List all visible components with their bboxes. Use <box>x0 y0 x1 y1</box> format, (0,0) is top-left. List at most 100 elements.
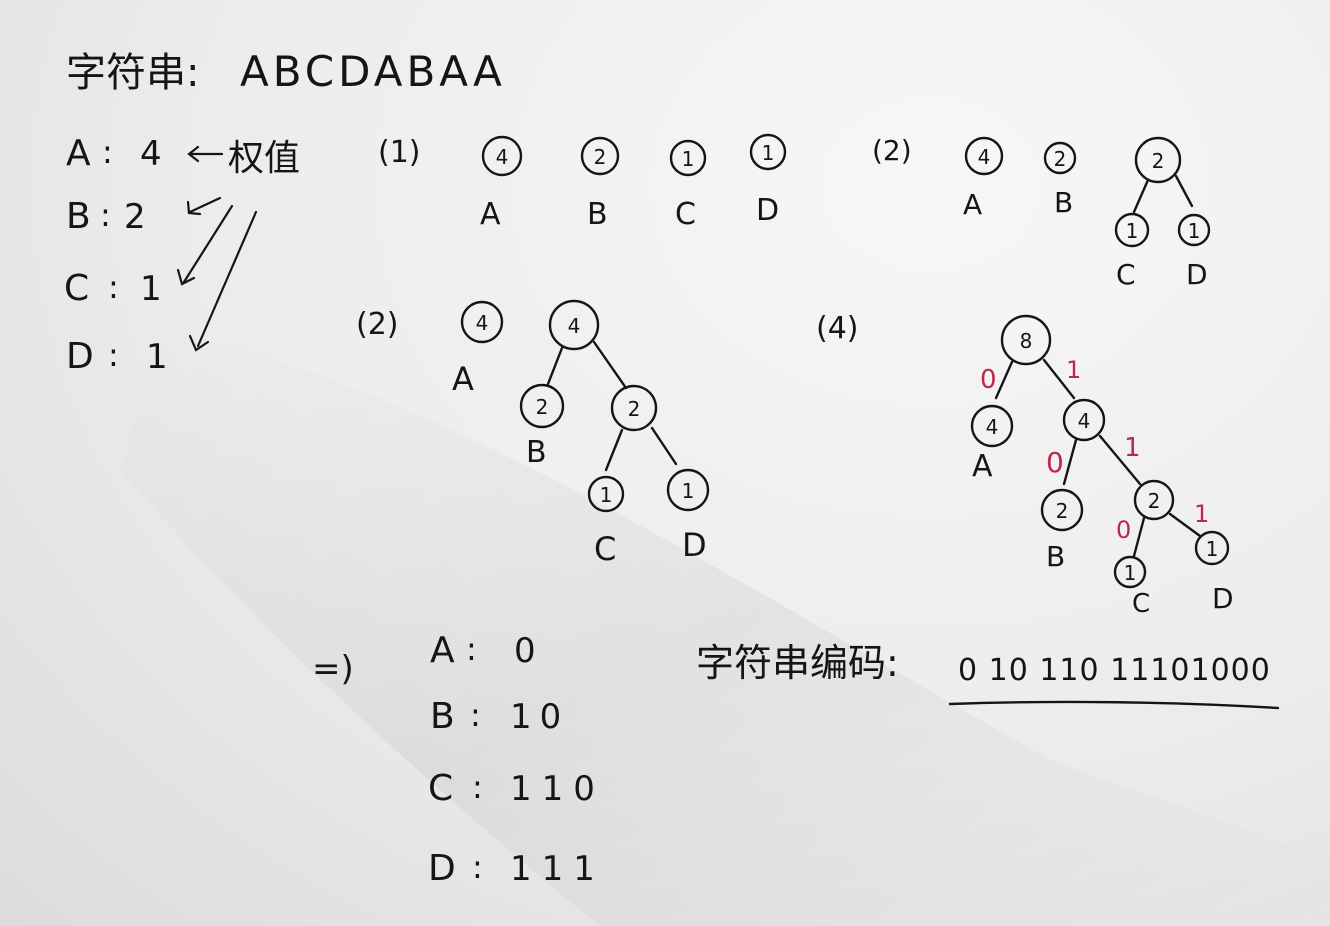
tree-node: 4 <box>460 300 504 344</box>
code-row-b: B : 10 <box>430 696 569 737</box>
tree-node: 4 <box>964 136 1004 176</box>
codes-list: =) A : 0 B : 10 C : 110 D : 111 <box>312 630 605 889</box>
node-symbol: C <box>594 530 616 568</box>
encoding-label: 字符串编码: <box>696 641 899 685</box>
header-string: ABCDABAA <box>240 47 506 96</box>
node-symbol: A <box>452 360 474 398</box>
tree-edge <box>1168 512 1202 538</box>
node-weight: 1 <box>600 483 613 507</box>
tree-node: 1 <box>1113 555 1147 589</box>
node-weight: 4 <box>476 311 489 335</box>
code-row-c: C : 110 <box>428 768 605 809</box>
tree-node: 2 <box>1133 479 1175 521</box>
node-symbol: B <box>1046 540 1065 573</box>
step-label: (2) <box>872 134 912 167</box>
code-symbol: C <box>428 768 453 809</box>
node-weight: 1 <box>1124 561 1137 585</box>
tree-node: 4 <box>481 135 523 177</box>
node-symbol: D <box>1212 582 1234 615</box>
step-label: (2) <box>356 307 399 342</box>
weight-separator: : <box>100 196 111 234</box>
code-value: 10 <box>510 697 569 737</box>
node-symbol: D <box>682 526 707 564</box>
tree-edge <box>1062 438 1078 486</box>
node-symbol: B <box>587 197 608 232</box>
edge-bit: 1 <box>1124 433 1141 463</box>
weight-row-d: D : 1 <box>66 336 168 377</box>
node-weight: 4 <box>986 415 999 439</box>
weight-pointer-arrows <box>176 196 258 352</box>
tree-edge <box>1098 434 1142 486</box>
step-4: (4) 8 0 1 4 A 4 0 1 2 B 2 <box>816 311 1234 619</box>
edge-bit: 1 <box>1194 500 1209 528</box>
node-weight: 2 <box>536 395 549 419</box>
tree-edge <box>1132 178 1150 214</box>
code-symbol: B <box>430 696 455 737</box>
tree-node: 2 <box>580 136 620 176</box>
code-separator: : <box>472 848 483 886</box>
node-weight: 1 <box>1126 219 1139 243</box>
tree-node: 2 <box>1134 136 1182 184</box>
tree-node: 2 <box>519 383 565 429</box>
code-separator: : <box>470 696 481 734</box>
code-value: 0 <box>514 631 536 671</box>
tree-node: 2 <box>1043 141 1077 175</box>
node-weight: 1 <box>762 141 775 165</box>
node-weight: 4 <box>1078 409 1091 433</box>
weight-separator: : <box>102 133 113 171</box>
tree-edge <box>1042 358 1076 400</box>
tree-node: 4 <box>548 299 600 351</box>
node-symbol: A <box>963 188 982 221</box>
weight-value: 2 <box>124 197 146 237</box>
encoding-underline <box>948 700 1280 710</box>
node-symbol: C <box>1132 589 1150 619</box>
code-symbol: A <box>430 630 455 671</box>
tree-edge <box>1132 516 1146 558</box>
weight-value: 4 <box>140 134 162 174</box>
tree-node: 1 <box>587 475 625 513</box>
code-separator: : <box>466 630 477 668</box>
weight-annotation: 权值 <box>228 138 300 179</box>
node-weight: 2 <box>1054 147 1067 171</box>
node-weight: 2 <box>1056 499 1069 523</box>
code-value: 110 <box>510 769 605 809</box>
paper-shadow <box>120 330 1330 926</box>
node-weight: 2 <box>628 397 641 421</box>
tree-node: 8 <box>1000 314 1052 366</box>
code-separator: : <box>472 768 483 806</box>
code-value: 111 <box>510 849 605 889</box>
node-weight: 1 <box>1188 219 1201 243</box>
header: 字符串: ABCDABAA <box>66 47 506 96</box>
node-weight: 2 <box>1152 149 1165 173</box>
code-symbol: D <box>428 848 456 889</box>
tree-node: 4 <box>970 404 1014 448</box>
edge-bit: 1 <box>1066 356 1081 384</box>
step-label: (4) <box>816 311 859 346</box>
weight-row-a: A : 4 <box>66 133 162 174</box>
code-row-d: D : 111 <box>428 848 605 889</box>
result-marker: =) <box>312 649 354 689</box>
weight-separator: : <box>108 268 119 306</box>
node-weight: 4 <box>496 145 509 169</box>
encoding-line: 字符串编码: 0 10 110 11101000 <box>696 641 1280 710</box>
tree-node: 2 <box>610 384 658 432</box>
tree-node: 1 <box>1177 213 1211 247</box>
edge-bit: 0 <box>1116 516 1131 544</box>
node-weight: 1 <box>1206 537 1219 561</box>
step-3: (2) 4 A 4 2 B 2 1 C 1 D <box>356 299 710 568</box>
weight-value: 1 <box>140 269 162 309</box>
tree-edge <box>994 360 1014 400</box>
weight-row-c: C : 1 <box>64 268 162 309</box>
step-2: (2) 4 A 2 B 2 1 C 1 D <box>872 134 1211 291</box>
encoding-value: 0 10 110 11101000 <box>958 653 1271 688</box>
node-weight: 2 <box>1148 489 1161 513</box>
tree-edge <box>604 428 624 472</box>
node-symbol: C <box>675 197 696 232</box>
node-symbol: A <box>480 197 501 232</box>
step-1: (1) 4 A 2 B 1 C 1 D <box>378 133 787 232</box>
weight-value: 1 <box>146 337 168 377</box>
header-label: 字符串: <box>66 50 199 96</box>
weight-symbol: C <box>64 268 89 309</box>
tree-edge <box>650 426 678 466</box>
